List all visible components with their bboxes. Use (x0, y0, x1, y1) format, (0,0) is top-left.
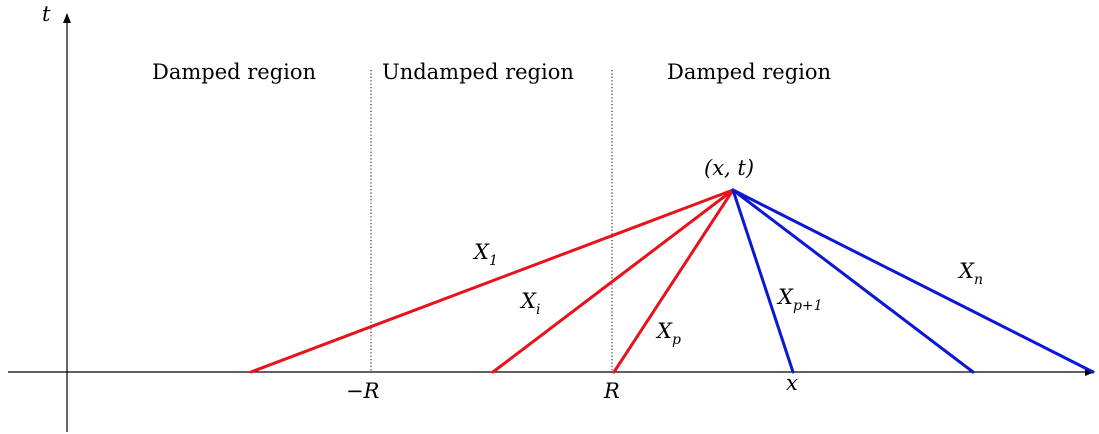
neg-r-tick-label: −R (346, 379, 380, 403)
point-label-x-t: (x, t) (704, 156, 754, 180)
region-label-right-damped: Damped region (667, 60, 831, 84)
ray-label-xn: Xn (957, 259, 983, 288)
r-tick-label: R (603, 379, 620, 403)
region-label-undamped: Undamped region (382, 60, 574, 84)
t-axis-label: t (42, 2, 51, 26)
ray-label-xp: Xp (655, 319, 681, 348)
ray-label-x1: X1 (472, 240, 498, 269)
region-label-left-damped: Damped region (152, 60, 316, 84)
ray-xp1 (731, 188, 795, 374)
ray-label-xi: Xi (519, 289, 540, 318)
ray-xi (491, 188, 735, 374)
ray-label-xp1: Xp+1 (776, 285, 823, 314)
x-tick-label: x (786, 371, 798, 395)
ray-unlabeled (731, 188, 975, 374)
ray-xn (731, 188, 1095, 374)
ray-x1 (249, 188, 735, 374)
ray-xp (612, 188, 735, 374)
